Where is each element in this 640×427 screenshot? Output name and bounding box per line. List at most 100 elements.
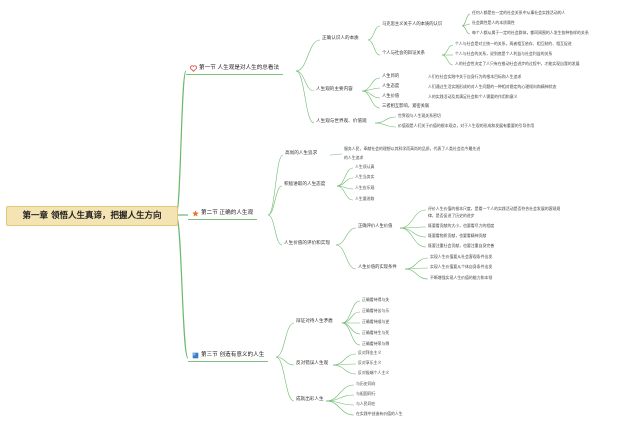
s2-node-3a[interactable]: 正确评价人生价值 (358, 224, 393, 229)
connector (275, 356, 295, 366)
connector (441, 44, 454, 56)
s1-node-2-val: 人们通过生活实践形成的对人生问题的一种相对稳定的心理倾向和精神状态 (428, 84, 557, 89)
connector (374, 122, 397, 128)
connector (361, 77, 381, 92)
s1-node-1[interactable]: 正确认识人的本质 (322, 36, 359, 41)
connector (325, 394, 355, 402)
connector (329, 153, 343, 156)
s2-node-3b-item: 实现人生价值要从社会客观条件出发 (430, 254, 493, 259)
connector (399, 227, 427, 238)
s1-node-3-item: 世界观与人生观关系密切 (398, 113, 441, 118)
s1-node-1a-item: 社会属性是人的本质属性 (472, 20, 515, 25)
s1-node-2-key: 人生价值 (382, 94, 400, 99)
connector (399, 209, 427, 229)
s3-node-1-item: 正确看待生与死 (362, 330, 390, 335)
connector (275, 356, 295, 402)
connector (295, 70, 315, 92)
connector (441, 54, 454, 66)
connector (341, 300, 361, 324)
star-icon (192, 210, 199, 217)
s1-node-1b-item: 个人与社会的关系，说到底是个人利益与社会利益的关系 (455, 51, 553, 56)
s3-node-1-item: 正确看待苦与乐 (362, 308, 390, 313)
connector (336, 167, 354, 187)
connector (341, 322, 361, 335)
s1-node-3-item: 价值观是人们关于价值的根本观点，对于人生观的形成和发展有重要的引导作用 (398, 123, 535, 128)
s3-node-1[interactable]: 辩证对待人生矛盾 (296, 319, 333, 324)
connector (336, 177, 354, 187)
connector (295, 39, 321, 72)
s1-node-2-key: 人生目的 (382, 74, 400, 79)
heart-icon (190, 65, 197, 72)
s1-node-3[interactable]: 人生观与世界观、价值观 (316, 119, 367, 124)
s3-node-2-item: 反对极端个人主义 (358, 370, 390, 375)
connector (404, 268, 429, 280)
s3-node-2-item: 反对享乐主义 (358, 360, 382, 365)
s2-node-1[interactable]: 高尚的人生追求 (285, 151, 318, 156)
s1-node-1a-item: 任何人都是在一定的社会关系中从事社会实践活动的人 (472, 10, 566, 15)
connector (295, 70, 315, 124)
root-topic[interactable]: 第一章 领悟人生真谛，把握人生方向 (6, 206, 178, 226)
section-3-title: 第三节 创造有意义的人生 (201, 351, 265, 358)
connector (367, 25, 381, 41)
s2-node-2-item: 人生要进取 (355, 196, 375, 201)
s3-node-3-item: 在实践中创造有价值的人生 (356, 411, 403, 416)
s3-node-1-item: 正确看待得与失 (362, 297, 390, 302)
connector (332, 353, 357, 366)
s1-node-2-key: 人生态度 (382, 84, 400, 89)
s2-node-3a-item: 评价人生价值的根本尺度，是看一个人的实践活动是否符合社会发展的客观规 (428, 206, 561, 211)
s2-node-2[interactable]: 积极进取的人生态度 (284, 182, 326, 187)
connector (341, 311, 361, 324)
section-1[interactable]: 第一节 人生观是对人生的总看法 (186, 63, 284, 75)
s1-node-1b[interactable]: 个人与社会的辩证关系 (382, 51, 425, 56)
connector (361, 90, 381, 109)
s3-node-2[interactable]: 反对错误人生观 (296, 361, 329, 366)
s2-node-3a-item: 既要看物质贡献，也要看精神贡献 (428, 233, 487, 238)
s2-node-3a-item: 既要看贡献的大小，也要看尽力的程度 (428, 223, 495, 228)
s1-node-1a[interactable]: 马克思主义关于人的本质的认识 (382, 22, 443, 27)
connector (341, 322, 361, 346)
connector (325, 384, 355, 402)
connector (335, 244, 357, 270)
s2-node-1-text: 的人生追求 (344, 155, 364, 160)
s1-node-2-key: 三者相互影响，紧密关联 (382, 104, 430, 109)
connector (175, 214, 189, 359)
connector (325, 400, 355, 416)
connector (267, 214, 283, 246)
s2-node-3b-item: 不断增强实现人生价值的能力和本领 (430, 275, 493, 280)
connector (374, 116, 397, 124)
s3-node-3-item: 与祖国同行 (356, 391, 376, 396)
s2-node-3b[interactable]: 人生价值的实现条件 (358, 265, 397, 270)
s1-node-1a-item: 每个人都从属于一定的社会群体，都同周围的人发生各种各样的关系 (472, 30, 589, 35)
s3-node-3[interactable]: 成就出彩人生 (296, 397, 324, 402)
s2-node-3a-item: 律，是否促进了历史的进步 (428, 213, 475, 218)
s2-node-2-item: 人生当务实 (355, 174, 375, 179)
connector (335, 227, 357, 246)
s1-node-1b-item: 人的社会性决定了人只有在推动社会进步的过程中，才能实现自我的发展 (455, 61, 580, 66)
s2-node-3[interactable]: 人生价值的评价和实现 (284, 241, 330, 246)
connector (267, 185, 283, 216)
connector (361, 90, 381, 99)
section-1-title: 第一节 人生观是对人生的总看法 (199, 64, 280, 71)
connector (267, 154, 284, 216)
s3-node-1-item: 正确看待荣与辱 (362, 341, 390, 346)
s2-node-3b-item: 实现人生价值要从个体自身条件出发 (430, 264, 493, 269)
connector (399, 227, 427, 248)
s3-node-1-item: 正确看待顺与逆 (362, 319, 390, 324)
s2-node-2-item: 人生应乐观 (355, 185, 375, 190)
s1-node-2-val: 人的实践活动及其满足社会和个人需要的作用和意义 (428, 94, 518, 99)
s1-node-2[interactable]: 人生观的主要内容 (316, 87, 353, 92)
s2-node-3a-item: 既要注重社会贡献，也要注重自身完善 (428, 243, 495, 248)
s3-node-3-item: 与历史同向 (356, 381, 376, 386)
connector (404, 257, 429, 270)
connector (336, 185, 354, 201)
connector (461, 25, 471, 35)
section-2[interactable]: 第二节 正确的人生观 (188, 208, 258, 220)
section-3[interactable]: 第三节 创造有意义的人生 (188, 350, 269, 362)
s2-node-1-text: 服务人民，奉献社会的理想以其科学而高尚的品质，代表了人类社会迄今最先进 (344, 146, 481, 151)
s2-node-2-item: 人生须认真 (355, 164, 375, 169)
connector (367, 39, 381, 56)
connector (332, 364, 357, 375)
s3-node-3-item: 与人民同在 (356, 401, 376, 406)
connector (175, 70, 187, 216)
